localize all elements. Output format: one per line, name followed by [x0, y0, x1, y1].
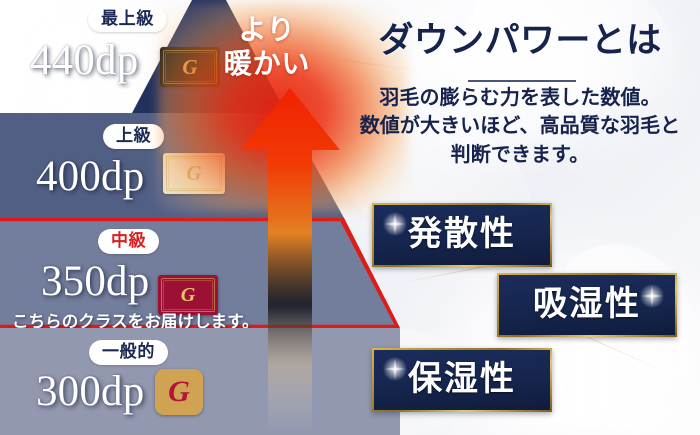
tier-value: 300dp: [36, 368, 145, 415]
tier-rank-label: 一般的: [89, 340, 169, 366]
tier-card-gold-badge: G: [155, 369, 203, 415]
card-monogram: G: [168, 375, 190, 408]
warm-label-line-1: より: [238, 15, 296, 46]
tier-delivery-note: こちらのクラスをお届けします。: [12, 312, 259, 331]
feature-badge-hoshitsusei[interactable]: 保湿性: [372, 348, 552, 412]
feature-label: 発散性: [407, 216, 517, 253]
description-line-2: 数値が大きいほど、高品質な羽毛と: [359, 115, 681, 138]
warm-label-line-2: 暖かい: [223, 48, 311, 80]
tier-rank-label: 最上級: [88, 7, 168, 33]
up-arrow-icon: [240, 88, 340, 435]
feature-badge-kyushitsusei[interactable]: 吸湿性: [497, 273, 677, 337]
sparkle-icon: [380, 354, 410, 384]
warmth-arrow-group: より 暖かい: [158, 2, 408, 435]
card-frame-inner: [163, 280, 213, 310]
feature-label: 吸湿性: [532, 286, 642, 323]
tier-value: 440dp: [30, 37, 139, 84]
tier-card-crimson-gold: G: [158, 275, 218, 315]
feature-badge-hassansei[interactable]: 発散性: [372, 203, 552, 267]
feature-label: 保湿性: [407, 361, 517, 398]
pyramid-tier-300dp[interactable]: 一般的 300dp G: [0, 328, 400, 435]
tier-value: 400dp: [36, 153, 145, 200]
tier-value: 350dp: [41, 258, 150, 305]
card-monogram: G: [180, 283, 196, 306]
page-title: ダウンパワーとは: [378, 21, 662, 60]
description: 羽毛の膨らむ力を表した数値。 数値が大きいほど、高品質な羽毛と 判断できます。: [338, 84, 700, 169]
title-divider: [468, 80, 576, 82]
warm-arrow-label: より 暖かい: [192, 14, 342, 81]
description-line-1: 羽毛の膨らむ力を表した数値。: [379, 87, 661, 109]
sparkle-icon: [637, 281, 667, 311]
tier-rank-label: 中級: [98, 229, 160, 255]
description-line-3: 判断できます。: [450, 143, 590, 166]
card-frame-outer: [161, 278, 215, 312]
sparkle-icon: [380, 209, 410, 239]
pyramid-tier-350dp[interactable]: 中級 350dp G こちらのクラスをお届けします。: [0, 218, 400, 331]
tier-rank-label: 上級: [103, 124, 165, 150]
